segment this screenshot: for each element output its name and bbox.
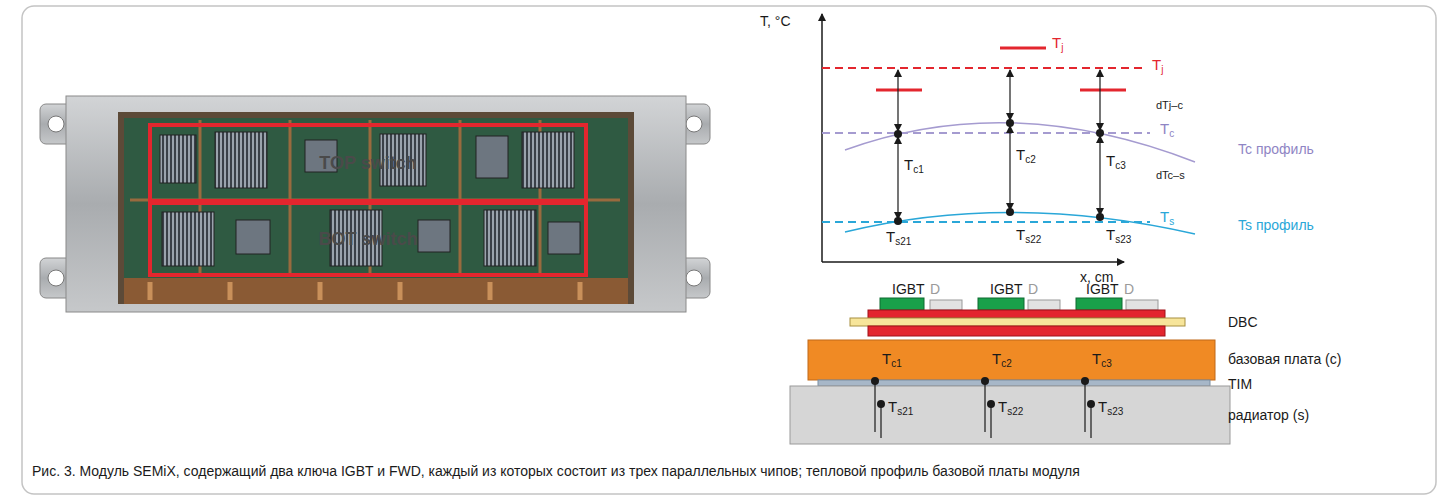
delta-label: dTj–c xyxy=(1156,96,1183,114)
figure-caption: Рис. 3. Модуль SEMiX, содержащий два клю… xyxy=(32,462,1422,480)
point-label: Ts21 xyxy=(886,228,911,251)
temperature-label: Tj xyxy=(1052,34,1063,57)
sensor-label: Tc2 xyxy=(992,350,1012,373)
sensor-label: Tc1 xyxy=(882,350,902,373)
temperature-label: Tc xyxy=(1160,120,1174,143)
sensor-label: Ts22 xyxy=(998,398,1023,421)
chip-label: IGBT xyxy=(990,280,1023,298)
switch-label: TOP switch xyxy=(319,153,416,174)
point-label: Tc3 xyxy=(1106,152,1126,175)
profile-label: Ts профиль xyxy=(1238,216,1314,234)
sensor-label: Ts23 xyxy=(1098,398,1123,421)
switch-frame: TOP switch xyxy=(148,123,588,203)
switch-frame: BOT switch xyxy=(148,201,588,277)
layer-label: базовая плата (c) xyxy=(1228,350,1341,368)
chip-label: IGBT xyxy=(1086,280,1119,298)
point-label: Tc2 xyxy=(1016,146,1036,169)
layer-label: радиатор (s) xyxy=(1228,406,1309,424)
profile-label: Tc профиль xyxy=(1238,140,1314,158)
chip-label: D xyxy=(1028,280,1038,298)
temperature-label: Tj xyxy=(1152,56,1163,79)
delta-label: dTc–s xyxy=(1156,166,1185,184)
point-label: Ts22 xyxy=(1016,226,1041,249)
sensor-label: Ts21 xyxy=(888,398,913,421)
switch-label: BOT switch xyxy=(318,229,417,250)
temperature-label: Ts xyxy=(1160,208,1174,231)
point-label: Ts23 xyxy=(1106,226,1131,249)
chip-label: D xyxy=(930,280,940,298)
chip-label: IGBT xyxy=(892,280,925,298)
sensor-label: Tc3 xyxy=(1092,350,1112,373)
axis-label: T, °C xyxy=(760,12,791,30)
chip-label: D xyxy=(1124,280,1134,298)
layer-label: TIM xyxy=(1228,375,1252,393)
point-label: Tc1 xyxy=(904,156,924,179)
layer-label: DBC xyxy=(1228,313,1258,331)
